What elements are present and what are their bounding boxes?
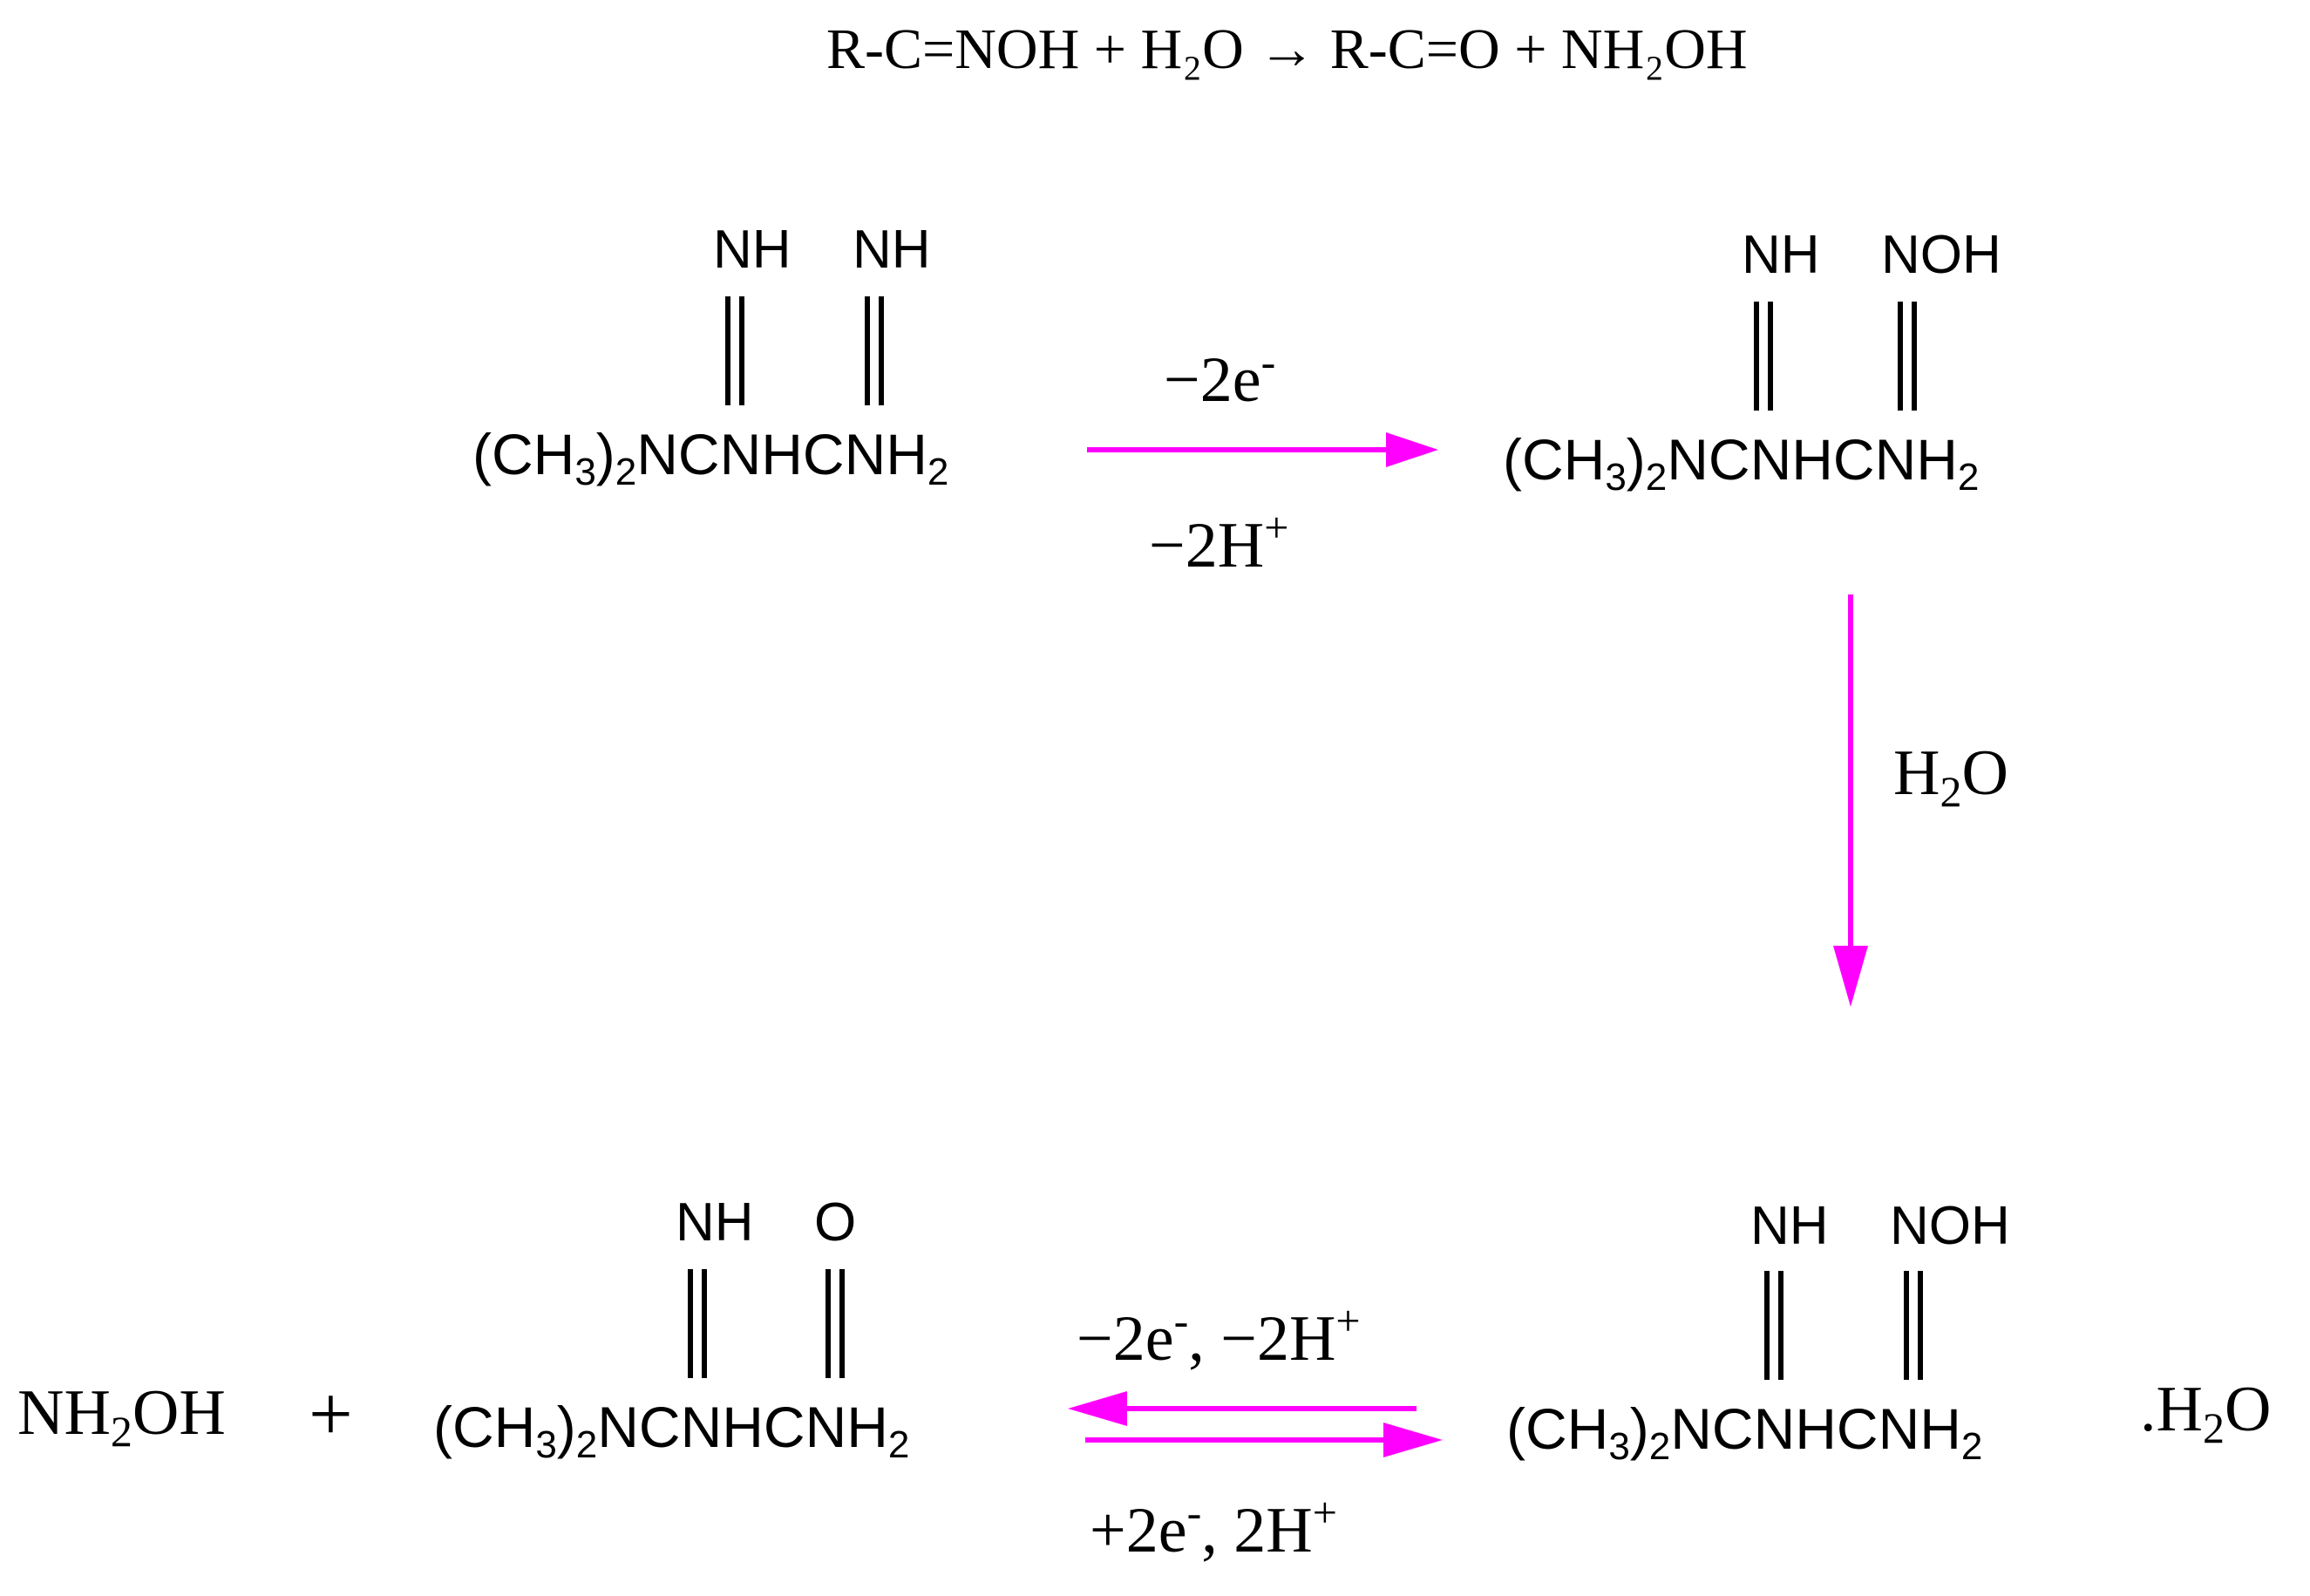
double-bond-2b [839, 1269, 845, 1378]
double-bond-1b [1778, 1271, 1783, 1380]
arrow-reverse [1068, 1391, 1417, 1426]
double-bond-1b [1768, 302, 1773, 411]
group-carbonyl: O [814, 1192, 857, 1253]
top-equation: R-C=NOH + H₂O → R-C=O + NH₂OH [826, 17, 1748, 81]
condition-reverse: −2e-, −2H+ [1077, 1296, 1361, 1375]
double-bond-1a [725, 296, 730, 405]
group-oxime: NOH [1881, 225, 2001, 285]
arrow-oxidation [1087, 432, 1438, 467]
water-of-hydration: .H2O [2140, 1374, 2272, 1452]
arrow-hydration [1833, 594, 1868, 1007]
group-imine-2: NH [853, 220, 931, 280]
condition-protons-removed: −2H+ [1149, 503, 1289, 581]
double-bond-2b [1912, 302, 1917, 411]
double-bond-2a [825, 1269, 831, 1378]
double-bond-1a [688, 1269, 693, 1378]
backbone: (CH3)2NCNHCNH2 [1506, 1396, 1983, 1468]
double-bond-2b [1918, 1271, 1923, 1380]
double-bond-1a [1764, 1271, 1770, 1380]
backbone: (CH3)2NCNHCNH2 [1503, 427, 1980, 499]
group-imine: NH [1742, 225, 1820, 285]
arrow-forward [1085, 1423, 1443, 1457]
double-bond-1a [1754, 302, 1759, 411]
double-bond-2a [865, 296, 870, 405]
double-bond-2b [879, 296, 884, 405]
condition-forward: +2e-, 2H+ [1090, 1488, 1337, 1566]
condition-electrons-removed: −2e- [1164, 337, 1276, 416]
condition-water: H2O [1893, 737, 2008, 816]
double-bond-1b [739, 296, 744, 405]
group-imine: NH [676, 1192, 754, 1253]
double-bond-2a [1904, 1271, 1909, 1380]
group-imine: NH [1750, 1196, 1829, 1256]
double-bond-1b [702, 1269, 707, 1378]
hydroxylamine: NH2OH [17, 1377, 226, 1456]
group-oxime: NOH [1890, 1196, 2010, 1256]
double-bond-2a [1898, 302, 1903, 411]
backbone: (CH3)2NCNHCNH2 [472, 422, 949, 493]
group-imine-1: NH [713, 220, 792, 280]
plus-sign: + [309, 1371, 353, 1457]
backbone: (CH3)2NCNHCNH2 [433, 1395, 910, 1466]
